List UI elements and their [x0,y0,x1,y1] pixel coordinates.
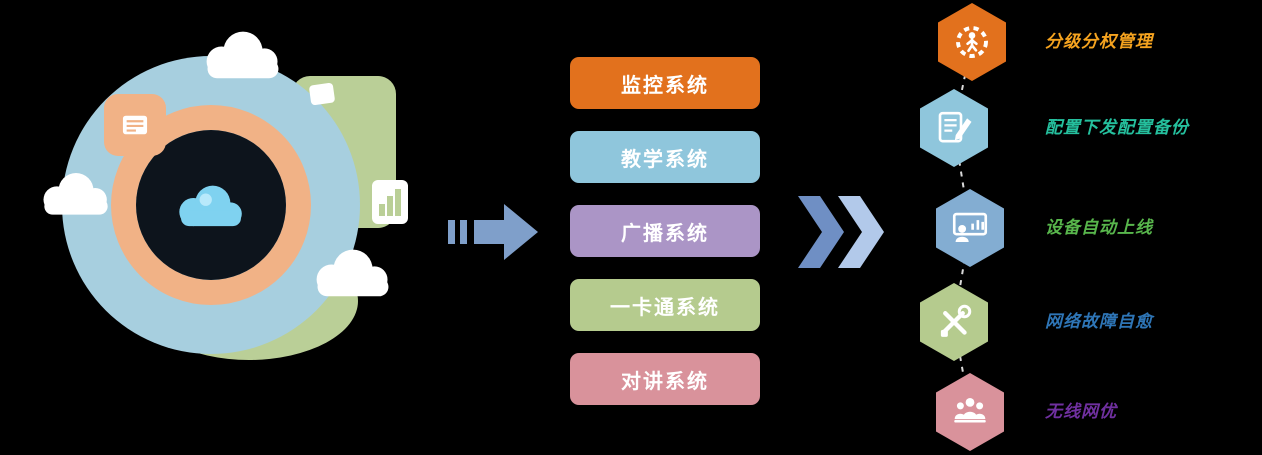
presentation-icon [952,212,988,242]
flow-arrow-icon [448,204,538,260]
cloud-shape-left [43,173,108,215]
people-icon [954,398,986,423]
system-label: 对讲系统 [621,370,709,393]
document-pen-icon [938,111,972,143]
cloud-icon [179,185,242,227]
feature-label-config-backup: 配置下发配置备份 [1045,118,1189,137]
system-box-broadcast: 广播系统 [570,205,760,257]
feature-label-wireless-opt: 无线网优 [1045,402,1117,421]
hub-inner-circle [136,130,286,280]
tools-icon [940,304,972,337]
bar-chart-icon [372,180,408,224]
system-box-teaching: 教学系统 [570,131,760,183]
gear-person-icon [956,26,988,58]
system-label: 广播系统 [621,222,709,245]
system-box-monitoring: 监控系统 [570,57,760,109]
feature-label-self-healing: 网络故障自愈 [1045,312,1153,331]
card-icon [122,115,148,135]
system-box-intercom: 对讲系统 [570,353,760,405]
system-label: 教学系统 [621,148,709,171]
feature-label-permissions: 分级分权管理 [1045,32,1153,51]
chevron-light [838,196,884,268]
system-label: 监控系统 [621,74,709,97]
system-box-onecard: 一卡通系统 [570,279,760,331]
feature-label-auto-online: 设备自动上线 [1045,218,1153,237]
cloud-shape-bottom [316,249,389,297]
cloud-shape-top [206,31,279,79]
double-chevron-icon [798,196,884,268]
device-icon [308,82,336,106]
system-label: 一卡通系统 [610,296,720,319]
hub-orange-tab [104,94,166,156]
cloud-highlight [199,193,212,206]
chevron-dark [798,196,844,268]
